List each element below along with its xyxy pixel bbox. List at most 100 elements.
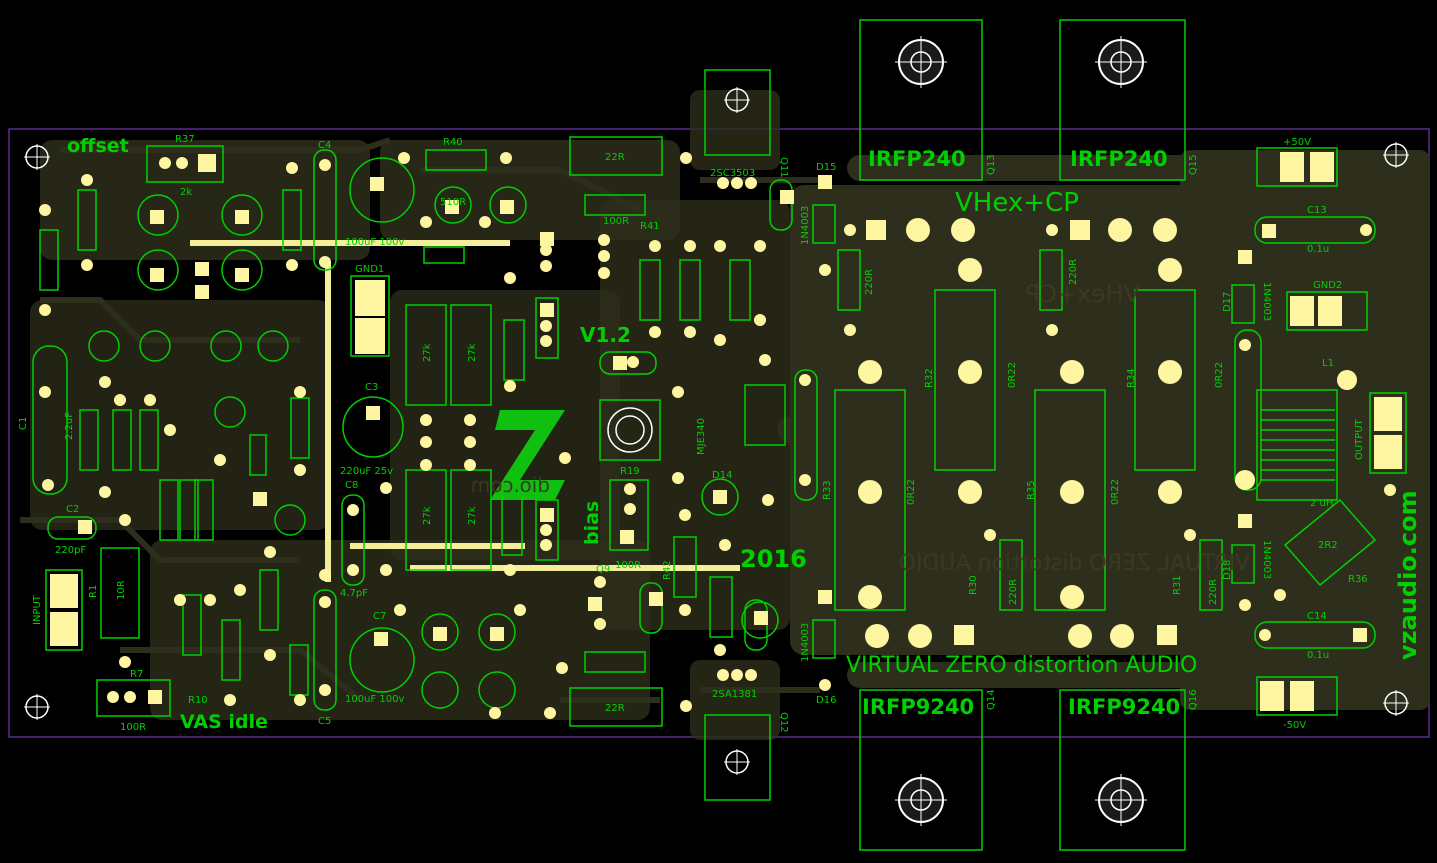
c13-value: 0.1u: [1307, 244, 1329, 255]
c7-label: C7: [373, 611, 386, 622]
d15-label: D15: [816, 162, 836, 173]
r37-value: 2k: [180, 187, 192, 198]
silkscreen-labels: offset VAS idle V1.2 bias VHex+CP VHex+C…: [18, 134, 1422, 733]
or22-label-b: 0R22: [1214, 362, 1225, 388]
plus50-label: +50V: [1283, 137, 1311, 148]
r34-label: R34: [1126, 368, 1137, 388]
r41-label: R41: [640, 221, 660, 232]
input-label: INPUT: [32, 594, 43, 625]
or22-label-d: 0R22: [1110, 479, 1121, 505]
d15-value: 1N4003: [800, 206, 811, 245]
year-label: 2016: [740, 545, 807, 573]
r29-value: 220R: [864, 269, 875, 295]
or22-label-a: 0R22: [1007, 362, 1018, 388]
r36-value: 2R2: [1318, 540, 1338, 551]
mosfet-outlines: [704, 19, 1186, 851]
offset-label: offset: [67, 135, 129, 157]
q11-part: 2SC3503: [710, 168, 755, 179]
bias-label: bias: [581, 501, 603, 545]
r41-value: 100R: [603, 216, 629, 227]
component-outlines: [32, 136, 1407, 727]
q10-part: MJE340: [696, 418, 707, 455]
r22-top-value: 22R: [605, 152, 625, 163]
l1-value: 2 uH: [1310, 498, 1333, 509]
d16-label: D16: [816, 695, 836, 706]
pads-square: [50, 152, 1402, 711]
c2-label: C2: [66, 504, 79, 515]
vhex-mirror-label: VHex+CP: [1026, 280, 1140, 308]
c3-value: 220uF 25v: [340, 466, 393, 477]
d14-label: D14: [712, 470, 732, 481]
r37-label: R37: [175, 134, 195, 145]
vhex-label: VHex+CP: [955, 188, 1079, 218]
c4-value: 100uF 100v: [345, 237, 404, 248]
r33-label: R33: [822, 480, 833, 500]
c14-label: C14: [1307, 611, 1327, 622]
q15-ref: Q15: [1188, 154, 1199, 175]
c4-label: C4: [318, 140, 331, 151]
d17-label: D17: [1222, 292, 1233, 312]
q15-part-label: IRFP240: [1070, 147, 1168, 171]
minus50-label: -50V: [1283, 720, 1306, 731]
r28-value: 220R: [1068, 259, 1079, 285]
r13-value: 27k: [467, 343, 478, 362]
d16-value: 1N4003: [800, 623, 811, 662]
gnd1-label: GND1: [355, 264, 384, 275]
r42-label: R42: [662, 560, 673, 580]
r16-value: 27k: [422, 506, 433, 525]
r22-bot-value: 22R: [605, 703, 625, 714]
r1-value: 10R: [116, 580, 127, 600]
r1-label: R1: [88, 585, 99, 598]
r30-label: R30: [968, 575, 979, 595]
q13-ref: Q13: [986, 154, 997, 175]
r15-value: 27k: [422, 343, 433, 362]
vas-idle-label: VAS idle: [180, 711, 268, 733]
d18-label: D18: [1222, 560, 1233, 580]
q16-part-label: IRFP9240: [1068, 695, 1180, 719]
r32-label: R32: [924, 368, 935, 388]
power-rails: [777, 155, 1293, 688]
trimmer-pot: [607, 407, 653, 453]
r36-label: R36: [1348, 574, 1368, 585]
output-label: OUTPUT: [1354, 418, 1365, 460]
q14-part-label: IRFP9240: [862, 695, 974, 719]
q13-part-label: IRFP240: [868, 147, 966, 171]
q16-ref: Q16: [1188, 689, 1199, 710]
version-label: V1.2: [580, 323, 631, 347]
q12-part: 2SA1381: [712, 689, 757, 700]
q9-label: Q9: [596, 564, 610, 575]
electrolytic-caps: [342, 157, 415, 693]
d18-value: 1N4003: [1261, 540, 1272, 579]
c2-value: 220pF: [55, 545, 86, 556]
r19-label: R19: [620, 466, 640, 477]
r35-label: R35: [1026, 480, 1037, 500]
jumper-links: [190, 240, 740, 582]
r40-label: R40: [443, 137, 463, 148]
r7-label: R7: [130, 669, 143, 680]
c1-label: C1: [18, 417, 29, 430]
q14-ref: Q14: [986, 689, 997, 710]
r31-label: R31: [1172, 575, 1183, 595]
z-logo: [490, 410, 565, 500]
l1-label: L1: [1322, 358, 1334, 369]
brand-mirror-label: VIRTUAL ZERO distortion AUDIO: [899, 551, 1250, 576]
r10-label: R10: [188, 695, 208, 706]
c14-value: 0.1u: [1307, 650, 1329, 661]
r40-value: 510R: [440, 197, 466, 208]
c5-label: C5: [318, 716, 331, 727]
led-circles: [88, 186, 779, 709]
mounting-holes: [24, 36, 1409, 826]
r14-value: 27k: [467, 506, 478, 525]
r31-value: 220R: [1208, 579, 1219, 605]
brand-label: VIRTUAL ZERO distortion AUDIO: [846, 653, 1197, 678]
q11-label: Q11: [778, 157, 789, 178]
r7-value: 100R: [120, 722, 146, 733]
r42-value: 100R: [615, 560, 641, 571]
c13-label: C13: [1307, 205, 1327, 216]
c8-value: 4.7pF: [340, 588, 368, 599]
c3-label: C3: [365, 382, 378, 393]
q12-label: Q12: [778, 712, 789, 733]
website-label: vzaudio.com: [1394, 490, 1422, 660]
d17-value: 1N4003: [1261, 282, 1272, 321]
